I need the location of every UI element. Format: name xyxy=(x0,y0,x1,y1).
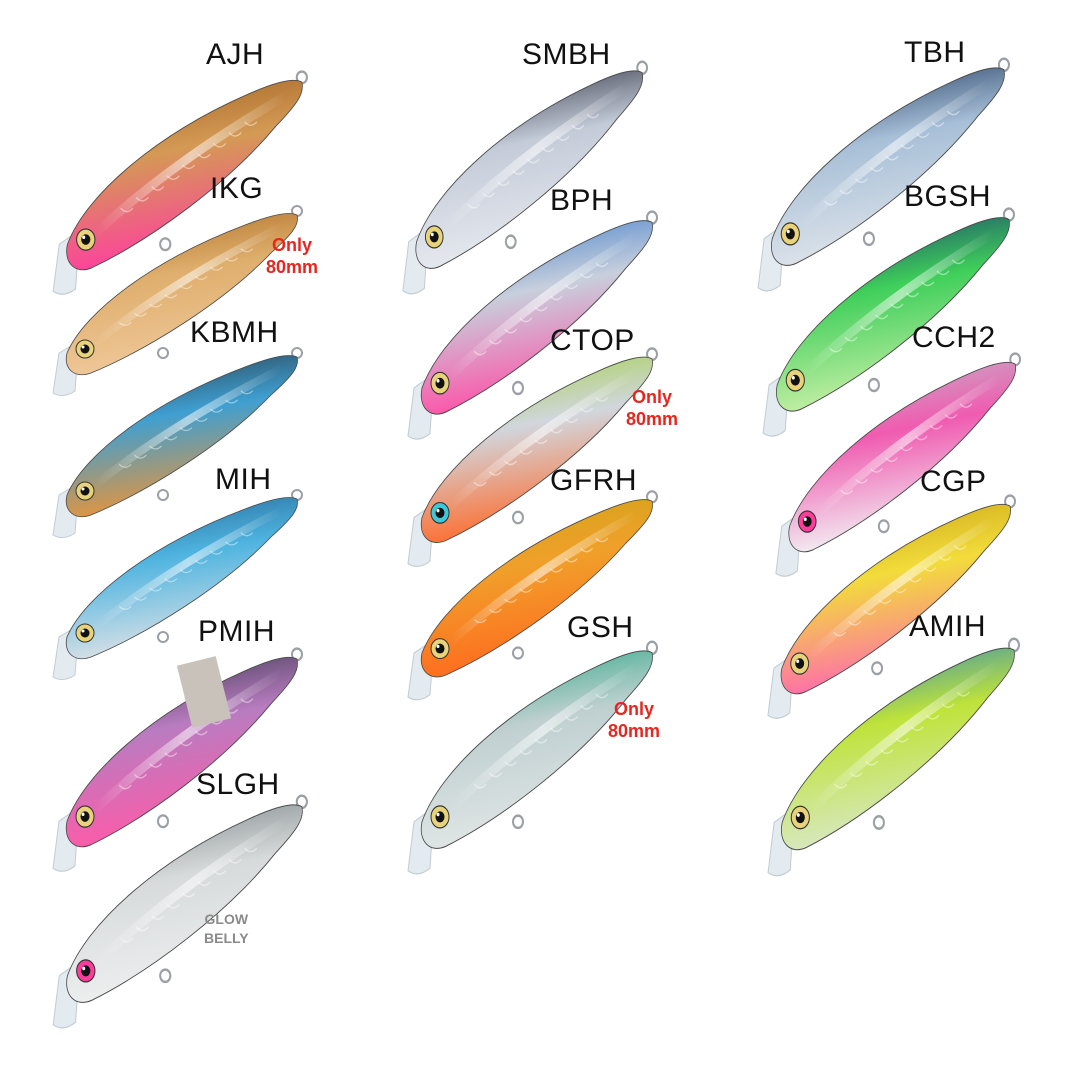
hook-eye xyxy=(159,968,172,984)
hook-eye xyxy=(512,646,524,660)
lure-bph xyxy=(400,208,660,448)
lure-body xyxy=(775,217,1010,412)
lure-code-label: BGSH xyxy=(904,180,992,213)
hook-eye xyxy=(504,234,517,250)
lure-code-label: IKG xyxy=(210,172,264,205)
lure-illustration xyxy=(407,640,658,875)
lure-pmih xyxy=(45,645,305,880)
lure-illustration xyxy=(52,205,303,397)
lure-body xyxy=(65,656,298,848)
lure-illustration xyxy=(757,57,1010,292)
lure-body xyxy=(66,79,303,271)
lure-body xyxy=(420,220,653,415)
lure-code-label: AJH xyxy=(206,38,265,71)
hook-eye xyxy=(512,510,524,525)
hook-eye xyxy=(157,631,169,643)
lure-ctop xyxy=(400,345,660,575)
lure-smbh xyxy=(395,58,650,303)
lure-illustration xyxy=(52,347,303,539)
lure-illustration xyxy=(767,637,1020,877)
lure-body xyxy=(780,503,1012,695)
lure-body xyxy=(65,213,298,376)
lure-illustration xyxy=(52,70,308,295)
lure-illustration xyxy=(775,352,1022,577)
lure-slgh xyxy=(45,792,310,1037)
lure-bgsh xyxy=(755,205,1017,445)
lure-code-label: GSH xyxy=(567,611,634,644)
hook-eye xyxy=(157,489,169,501)
hook-eye xyxy=(512,814,524,830)
lure-illustration xyxy=(52,647,303,872)
lure-body xyxy=(415,70,644,269)
lure-mih xyxy=(45,487,305,687)
hook-eye xyxy=(862,231,875,247)
lure-ajh xyxy=(45,68,310,303)
lure-code-label: CGP xyxy=(920,465,987,498)
hook-eye xyxy=(872,815,885,830)
lure-body xyxy=(788,361,1017,553)
lure-body xyxy=(780,647,1015,851)
lure-amih xyxy=(760,635,1022,885)
lure-illustration xyxy=(402,60,649,295)
lure-code-label: AMIH xyxy=(909,610,986,643)
lure-body xyxy=(66,804,303,1003)
lure-code-label: BPH xyxy=(550,184,614,217)
lure-body xyxy=(420,499,653,678)
hook-eye xyxy=(877,519,890,534)
lure-code-label: PMIH xyxy=(198,615,275,648)
lure-code-label: SMBH xyxy=(522,38,611,71)
lure-code-label: TBH xyxy=(904,36,966,69)
hook-eye xyxy=(871,661,884,676)
lure-illustration xyxy=(407,490,658,701)
lure-illustration xyxy=(767,494,1017,719)
lure-code-label: GFRH xyxy=(550,464,637,497)
lure-illustration xyxy=(762,207,1015,437)
lure-cgp xyxy=(760,492,1018,727)
hook-eye xyxy=(157,347,169,359)
lure-kbmh xyxy=(45,345,305,545)
lure-code-label: MIH xyxy=(215,463,272,496)
lure-body xyxy=(420,650,653,849)
lure-code-label: CTOP xyxy=(550,324,635,357)
lure-gfrh xyxy=(400,488,660,708)
lure-cch2 xyxy=(768,350,1023,585)
lure-illustration xyxy=(52,794,308,1029)
lure-body xyxy=(770,67,1005,266)
lure-body xyxy=(65,355,298,518)
lure-ikg xyxy=(45,203,305,403)
lure-body xyxy=(65,497,298,660)
lure-tbh xyxy=(750,55,1012,300)
lure-body xyxy=(420,356,653,543)
lure-gsh xyxy=(400,638,660,883)
lure-illustration xyxy=(52,489,303,681)
hook-eye xyxy=(512,380,524,396)
lure-code-label: SLGH xyxy=(196,768,280,801)
hook-eye xyxy=(159,237,172,252)
lure-illustration xyxy=(407,347,658,567)
lure-code-label: KBMH xyxy=(190,316,279,349)
hook-eye xyxy=(867,377,880,393)
hook-eye xyxy=(157,814,169,829)
lure-code-label: CCH2 xyxy=(912,321,996,354)
lure-illustration xyxy=(407,210,658,440)
